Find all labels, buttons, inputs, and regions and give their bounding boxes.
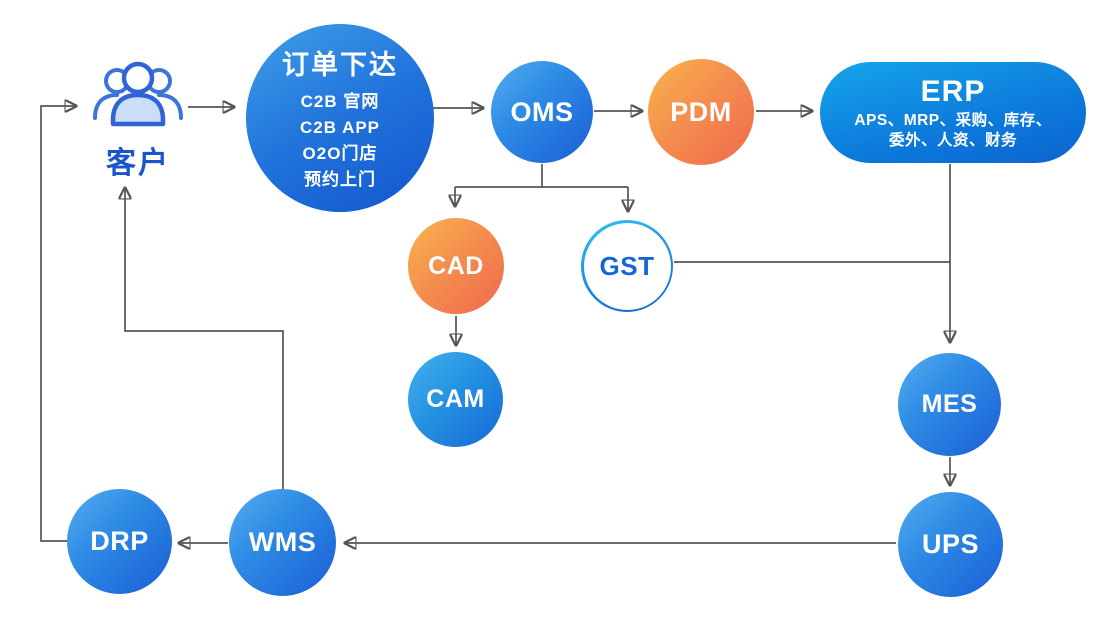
connector-drp-customer (40, 106, 76, 542)
node-customer: 客户 (86, 56, 190, 182)
node-drp: DRP (67, 489, 172, 594)
pdm-label: PDM (670, 96, 732, 127)
node-order: 订单下达 C2B 官网 C2B APP O2O门店 预约上门 (246, 24, 434, 212)
node-pdm: PDM (648, 59, 754, 165)
erp-subtitle-line-1: APS、MRP、采购、库存、 (854, 111, 1052, 129)
node-gst: GST (581, 220, 673, 312)
mes-label: MES (921, 390, 978, 418)
node-wms: WMS (229, 489, 336, 596)
ups-label: UPS (921, 529, 980, 559)
node-erp: ERP APS、MRP、采购、库存、 委外、人资、财务 (820, 62, 1086, 163)
drp-label: DRP (90, 526, 149, 556)
node-cad: CAD (408, 218, 504, 314)
connector-wms-customer (125, 188, 284, 489)
order-line-3: O2O门店 (302, 144, 378, 163)
node-oms: OMS (491, 61, 593, 163)
order-line-4: 预约上门 (304, 170, 376, 189)
order-title: 订单下达 (282, 50, 398, 80)
node-ups: UPS (898, 492, 1003, 597)
erp-title: ERP (920, 74, 986, 108)
gst-label: GST (599, 250, 655, 281)
node-cam: CAM (408, 352, 503, 447)
erp-subtitle-line-2: 委外、人资、财务 (888, 131, 1017, 149)
order-line-2: C2B APP (299, 118, 381, 137)
node-mes: MES (898, 353, 1001, 456)
cad-label: CAD (428, 251, 484, 280)
customers-icon (93, 61, 183, 127)
customer-label: 客户 (106, 147, 170, 180)
cam-label: CAM (426, 385, 485, 413)
wms-label: WMS (248, 527, 317, 557)
order-line-1: C2B 官网 (300, 92, 380, 111)
oms-label: OMS (510, 96, 574, 127)
